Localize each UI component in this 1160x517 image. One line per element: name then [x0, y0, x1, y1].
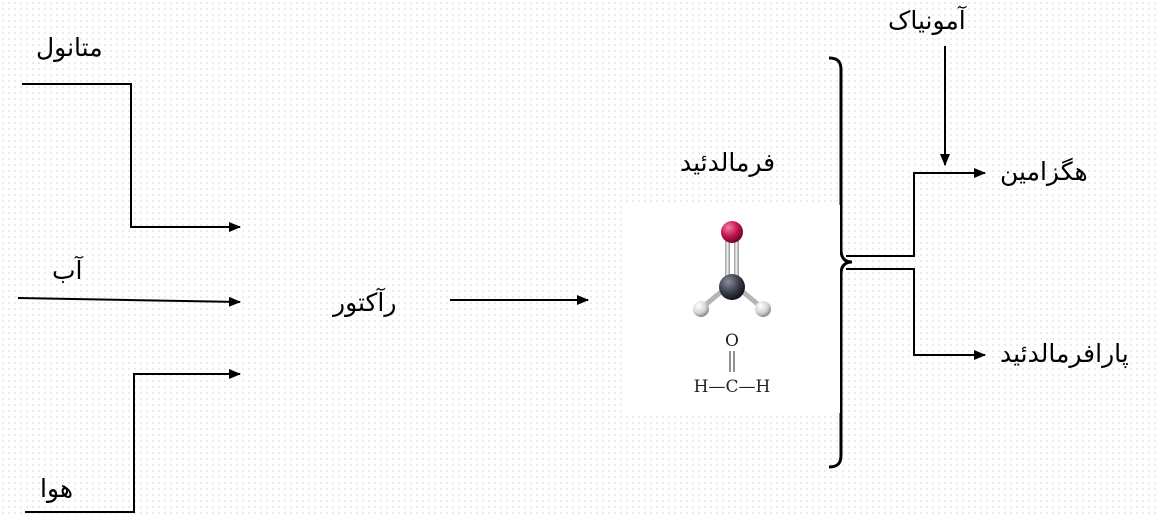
methanol-feed-arrow — [22, 83, 241, 232]
paraformaldehyde-label: پارافرمالدئید — [1000, 339, 1129, 368]
formaldehyde-molecule-figure: O H—C—H — [622, 205, 840, 413]
methanol-label: متانول — [36, 33, 103, 62]
water-feed-arrow — [17, 296, 241, 307]
formula-h-c-h: H—C—H — [694, 377, 771, 397]
air-label: هوا — [40, 474, 74, 503]
formaldehyde-label: فرمالدئید — [680, 148, 776, 177]
paraformaldehyde-branch-arrow — [846, 268, 986, 360]
oxygen-atom — [721, 221, 743, 243]
hexamine-branch-arrow — [846, 168, 986, 257]
hydrogen-atom-right — [755, 301, 771, 317]
reactor-label: رآکتور — [333, 288, 397, 317]
air-feed-arrow — [25, 369, 241, 513]
double-bond-left — [725, 240, 730, 285]
ball-and-stick-model — [693, 221, 771, 317]
double-bond-right — [734, 240, 739, 285]
product-bracket — [828, 56, 853, 469]
carbon-atom — [719, 274, 745, 300]
water-label: آب — [52, 256, 83, 285]
hydrogen-atom-left — [693, 301, 709, 317]
ammonia-label: آمونیاک — [888, 6, 966, 35]
hexamine-label: هگزامین — [1000, 157, 1088, 186]
formula-oxygen: O — [725, 331, 739, 351]
structural-formula: O H—C—H — [694, 331, 771, 397]
